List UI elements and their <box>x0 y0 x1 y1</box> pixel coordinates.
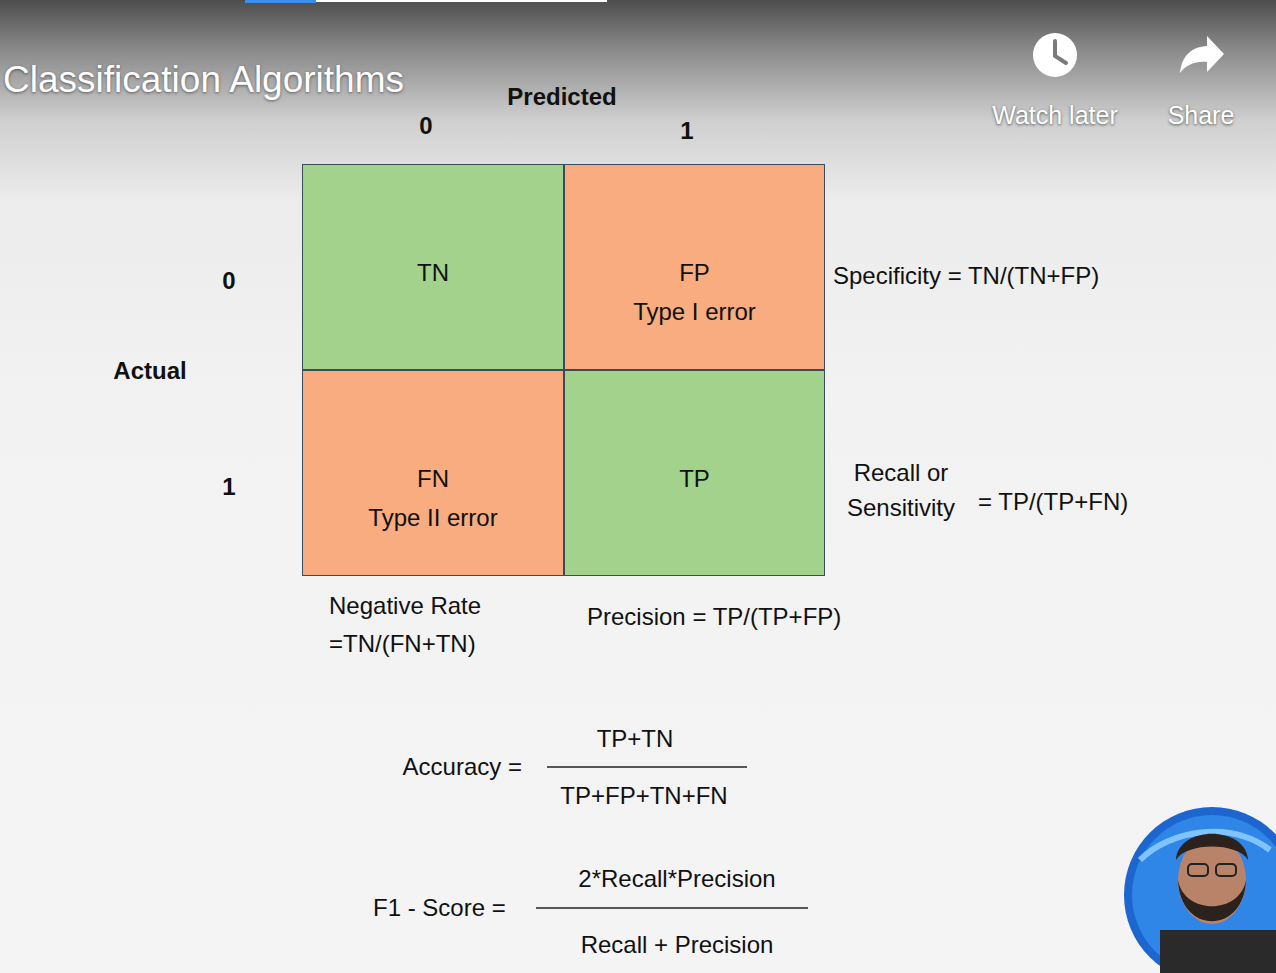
clock-icon <box>1033 33 1077 77</box>
numerator: 2*Recall*Precision <box>578 864 775 894</box>
metric-formula: Specificity = TN/(TN+FP) <box>833 261 1099 291</box>
cell-label: FP <box>679 253 710 292</box>
progress-bar <box>245 0 316 3</box>
video-button-label: Share <box>1168 100 1235 130</box>
numerator: TP+TN <box>597 724 674 754</box>
error-type: Type II error <box>368 498 497 537</box>
cell-label: TP <box>679 459 710 498</box>
class-value: 1 <box>222 472 235 502</box>
fraction-line <box>536 907 808 909</box>
cell-label: TN <box>417 253 449 292</box>
slide-title: Classification Algorithms <box>3 58 404 102</box>
true-negative-cell: TN <box>302 164 564 370</box>
false-negative-cell: FNType II error <box>302 370 564 576</box>
share-icon <box>1180 36 1224 73</box>
metric-name: Recall or Sensitivity <box>826 455 976 525</box>
axis-title: Predicted <box>507 82 616 112</box>
axis-title: Actual <box>113 356 186 386</box>
fraction-line <box>547 766 747 768</box>
true-positive-cell: TP <box>564 370 825 576</box>
progress-track <box>316 0 607 2</box>
error-type: Type I error <box>633 292 756 331</box>
video-button-label: Watch later <box>992 100 1118 130</box>
formula-name: F1 - Score = <box>373 893 506 923</box>
class-value: 0 <box>222 266 235 296</box>
cell-label: FN <box>417 459 449 498</box>
false-positive-cell: FPType I error <box>564 164 825 370</box>
metric-formula: Negative Rate =TN/(FN+TN) <box>329 587 529 663</box>
metric-formula: = TP/(TP+FN) <box>978 487 1128 517</box>
metric-formula: Precision = TP/(TP+FP) <box>587 602 841 632</box>
denominator: Recall + Precision <box>581 930 774 960</box>
class-value: 1 <box>680 116 693 146</box>
class-value: 0 <box>419 111 432 141</box>
webcam-overlay <box>1124 807 1276 973</box>
formula-name: Accuracy = <box>403 752 522 782</box>
denominator: TP+FP+TN+FN <box>560 781 727 811</box>
